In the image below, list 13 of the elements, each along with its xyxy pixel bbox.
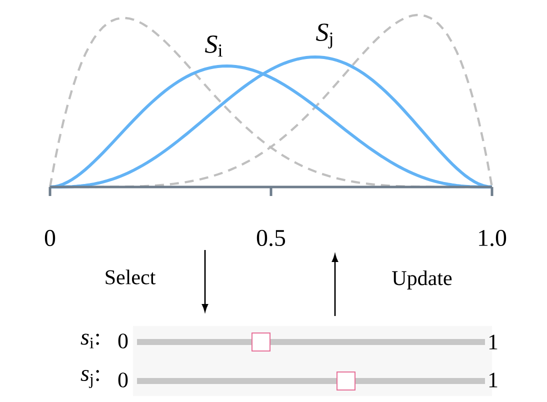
slider-label: s$_{j}$: bbox=[80, 370, 99, 388]
slider-max-label: 1 bbox=[489, 372, 498, 388]
slider-min-label: 0 bbox=[118, 372, 128, 388]
slider-max-label: 1 bbox=[489, 334, 498, 350]
curve-label: S$_{j}$ bbox=[316, 24, 332, 48]
slider-min-label: 0 bbox=[118, 334, 128, 348]
tick-label: 1.0 bbox=[479, 230, 506, 246]
curve-label: S$_{i}$ bbox=[205, 36, 222, 56]
action-label: Select bbox=[106, 270, 156, 284]
slider-label: s$_{i}$: bbox=[80, 334, 99, 348]
tick-label: 0.5 bbox=[256, 230, 286, 246]
action-label: Update bbox=[392, 270, 452, 290]
tick-label: 0 bbox=[44, 230, 56, 246]
